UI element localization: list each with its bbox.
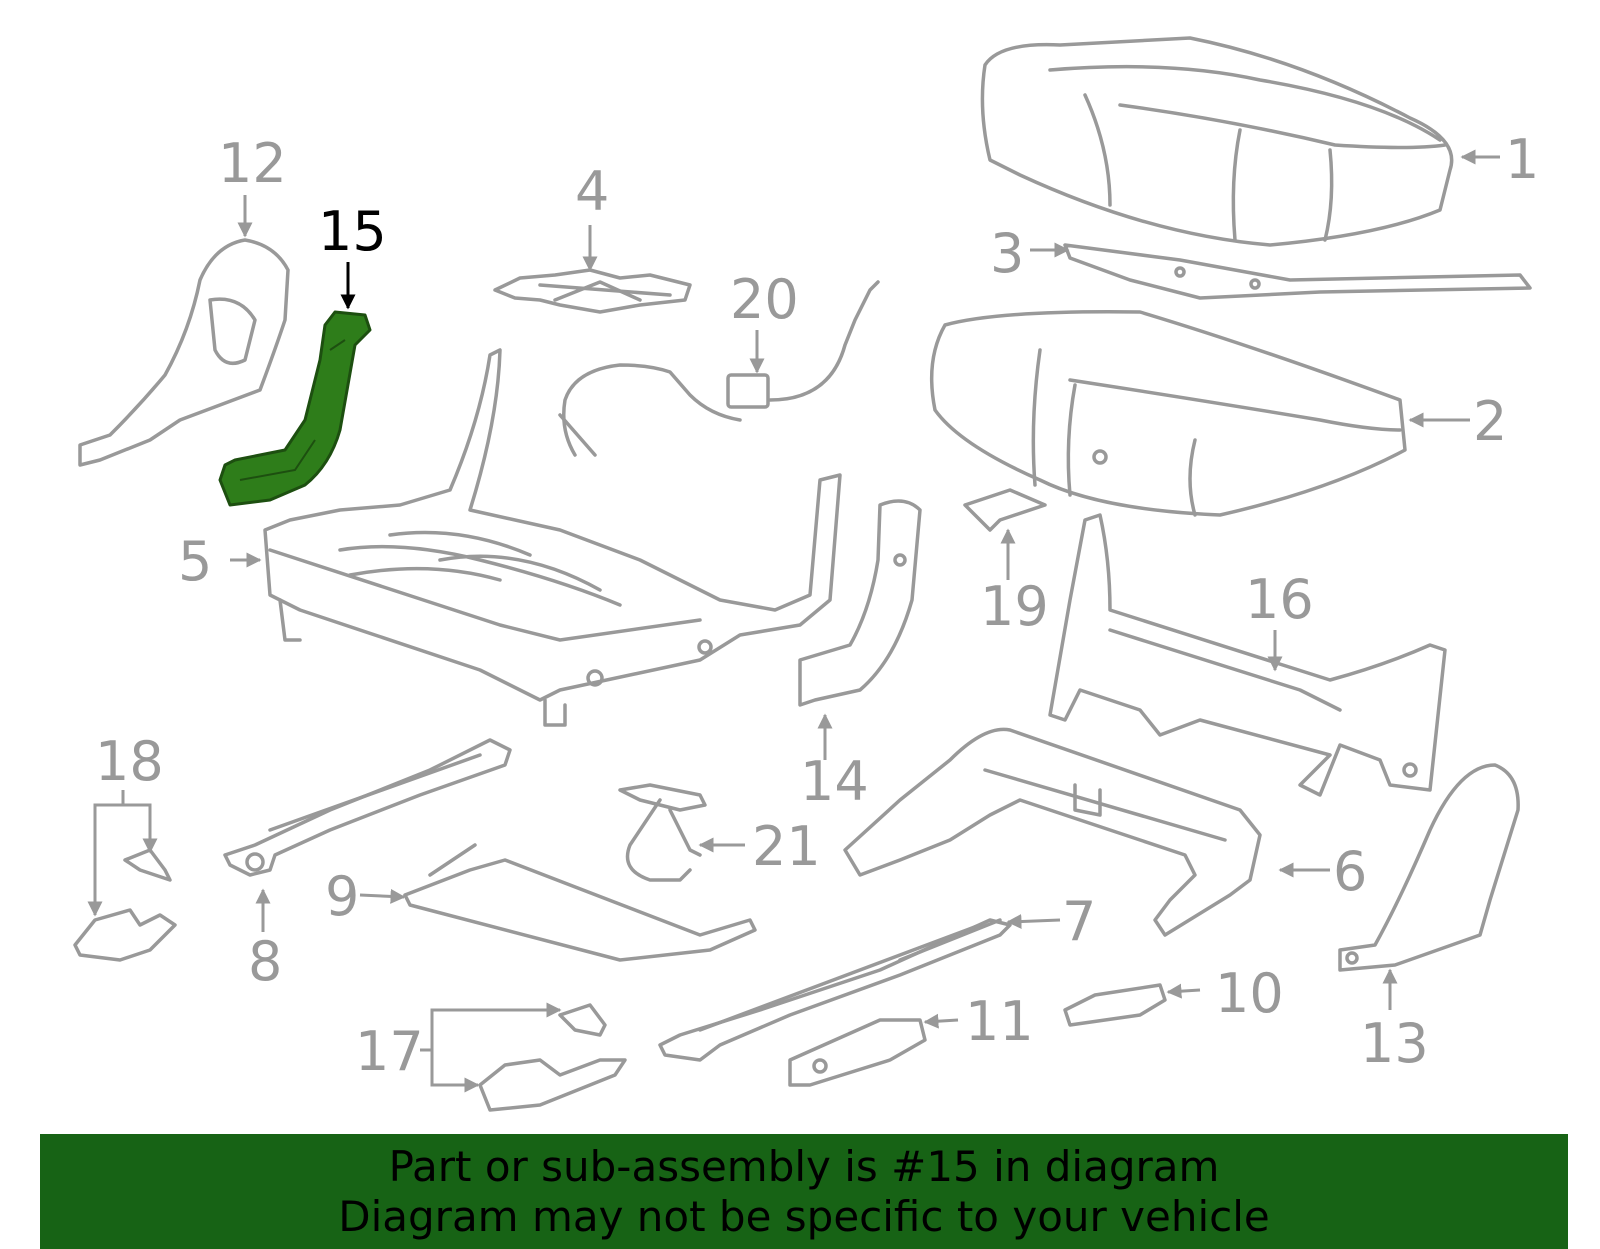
callout-4[interactable]: 4 [575, 160, 609, 223]
part-8-track-rail[interactable] [223, 738, 512, 877]
callout-3[interactable]: 3 [990, 222, 1024, 285]
part-12-trim-panel[interactable] [78, 238, 290, 467]
callout-9[interactable]: 9 [325, 865, 359, 928]
part-10-cover[interactable] [1063, 983, 1167, 1027]
part-11-handle[interactable] [788, 1018, 927, 1087]
part-2-cushion-pad[interactable] [929, 310, 1407, 517]
callout-7[interactable]: 7 [1062, 890, 1096, 953]
banner-line-2: Diagram may not be specific to your vehi… [338, 1191, 1270, 1241]
part-5-seat-frame[interactable] [263, 348, 842, 727]
callout-10[interactable]: 10 [1215, 962, 1284, 1025]
callout-14[interactable]: 14 [800, 750, 869, 813]
callout-18[interactable]: 18 [95, 730, 164, 793]
part-15-highlighted-trim[interactable] [218, 310, 372, 507]
callout-17[interactable]: 17 [355, 1020, 424, 1083]
callout-13[interactable]: 13 [1360, 1012, 1429, 1075]
part-13-side-cover[interactable] [1338, 763, 1520, 972]
callout-2[interactable]: 2 [1473, 390, 1507, 453]
callout-20[interactable]: 20 [730, 268, 799, 331]
banner-line-1: Part or sub-assembly is #15 in diagram [388, 1141, 1220, 1191]
callout-5[interactable]: 5 [178, 530, 212, 593]
part-18-clips[interactable] [73, 848, 177, 962]
callout-11[interactable]: 11 [965, 990, 1034, 1053]
part-7-track-rail[interactable] [658, 918, 1012, 1062]
callout-19[interactable]: 19 [980, 575, 1049, 638]
callout-8[interactable]: 8 [248, 930, 282, 993]
info-banner: Part or sub-assembly is #15 in diagram D… [40, 1134, 1568, 1249]
callout-21[interactable]: 21 [752, 815, 821, 878]
callout-12[interactable]: 12 [218, 132, 287, 195]
leader-lines [87, 149, 1500, 1093]
part-16-back-frame[interactable] [1048, 513, 1447, 797]
part-9-tube[interactable] [403, 843, 757, 962]
part-6-riser[interactable] [843, 727, 1262, 937]
part-3-cushion-mat[interactable] [1063, 243, 1532, 300]
part-20-wire-harness[interactable] [558, 280, 880, 457]
callout-15[interactable]: 15 [318, 200, 387, 263]
callout-labels: 1 2 3 4 5 6 7 8 9 10 11 12 13 14 15 16 1… [95, 128, 1539, 1083]
part-14-side-trim[interactable] [798, 499, 922, 707]
callout-1[interactable]: 1 [1505, 128, 1539, 191]
part-17-clips[interactable] [478, 1003, 627, 1112]
part-19-bracket[interactable] [963, 488, 1047, 532]
callout-6[interactable]: 6 [1333, 840, 1367, 903]
callout-16[interactable]: 16 [1245, 568, 1314, 631]
part-4-spring-clip[interactable] [493, 268, 692, 314]
part-1-cushion-cover[interactable] [980, 36, 1454, 247]
part-21-harness[interactable] [618, 783, 707, 882]
